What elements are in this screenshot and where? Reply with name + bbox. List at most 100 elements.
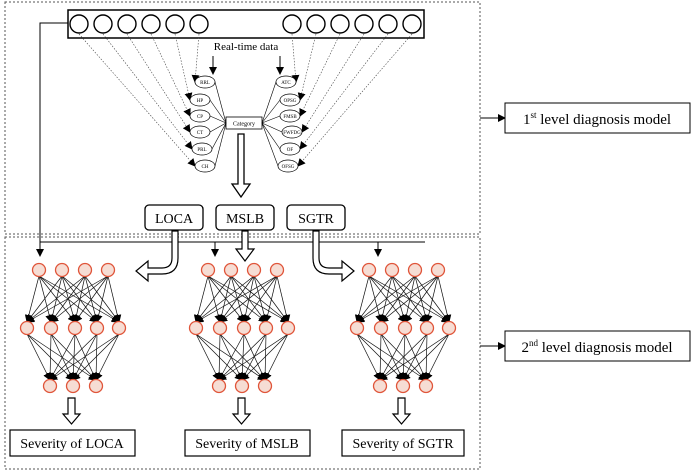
input-bar-node	[69, 14, 89, 34]
network-node	[65, 378, 81, 394]
svg-text:CP: CP	[197, 115, 203, 120]
svg-text:OF: OF	[287, 148, 294, 153]
left-input-node: CP	[189, 109, 211, 123]
first-level-label-box	[504, 102, 691, 134]
left-input-node: PRL	[191, 142, 213, 156]
network-node	[236, 320, 252, 336]
neural-network-mslb	[188, 262, 296, 394]
network-node	[419, 320, 435, 336]
svg-text:PRL: PRL	[197, 148, 206, 153]
arrow-to-severity-sgtr	[391, 397, 412, 425]
severity-loca-box: Severity of LOCA	[9, 429, 136, 457]
network-node	[418, 378, 434, 394]
input-bar-node	[165, 14, 185, 34]
neural-network-sgtr	[349, 262, 457, 394]
network-node	[77, 262, 93, 278]
arrow-sgtr-to-network	[312, 230, 355, 283]
second-level-label: 2nd level diagnosis model	[521, 338, 672, 356]
right-input-node: FWFDG	[281, 125, 303, 139]
network-node	[257, 378, 273, 394]
input-bar-node	[189, 14, 209, 34]
svg-text:CH: CH	[202, 165, 209, 170]
input-bar-node	[141, 14, 161, 34]
network-node	[430, 262, 446, 278]
network-node	[100, 262, 116, 278]
category-hub-label: Category	[233, 122, 255, 128]
network-node	[258, 320, 274, 336]
second-level-label-box	[504, 330, 691, 362]
svg-text:LOCA: LOCA	[155, 212, 194, 227]
network-node	[361, 262, 377, 278]
svg-text:Severity of LOCA: Severity of LOCA	[20, 437, 124, 452]
network-node	[234, 378, 250, 394]
svg-text:SGTR: SGTR	[298, 212, 334, 227]
network-node	[42, 378, 58, 394]
svg-text:OPSG: OPSG	[284, 99, 297, 104]
arrow-to-severity-mslb	[231, 397, 252, 425]
svg-text:MSLB: MSLB	[226, 212, 264, 227]
svg-text:FMSB: FMSB	[283, 115, 297, 120]
input-bar-node	[93, 14, 113, 34]
realtime-data-label: Real-time data	[214, 41, 279, 53]
network-node	[43, 320, 59, 336]
input-bar-node	[306, 14, 326, 34]
network-node	[111, 320, 127, 336]
right-input-node: OF	[279, 142, 301, 156]
down-arrow-to-categories	[230, 133, 252, 199]
network-node	[89, 320, 105, 336]
arrow-to-severity-loca	[61, 397, 82, 425]
network-node	[397, 320, 413, 336]
network-node	[54, 262, 70, 278]
network-node	[200, 262, 216, 278]
left-input-node: RRL	[194, 75, 216, 89]
svg-text:FWFDG: FWFDG	[283, 131, 301, 136]
right-input-node: FMSB	[279, 109, 301, 123]
right-input-node: ATC	[275, 75, 297, 89]
svg-text:OFSG: OFSG	[282, 165, 295, 170]
network-node	[212, 320, 228, 336]
network-node	[246, 262, 262, 278]
input-bar-node	[378, 14, 398, 34]
severity-sgtr-box: Severity of SGTR	[341, 429, 465, 457]
network-node	[211, 378, 227, 394]
svg-text:HP: HP	[197, 99, 204, 104]
network-node	[349, 320, 365, 336]
right-input-node: OFSG	[277, 159, 299, 173]
category-sgtr: SGTR	[286, 204, 346, 231]
network-node	[395, 378, 411, 394]
svg-text:CT: CT	[197, 131, 203, 136]
network-node	[373, 320, 389, 336]
svg-text:Severity of MSLB: Severity of MSLB	[195, 437, 298, 452]
input-bar-node	[282, 14, 302, 34]
network-node	[280, 320, 296, 336]
input-bar-node	[354, 14, 374, 34]
network-node	[67, 320, 83, 336]
network-node	[269, 262, 285, 278]
network-node	[188, 320, 204, 336]
left-input-node: CT	[189, 125, 211, 139]
first-level-label: 1st level diagnosis model	[523, 110, 671, 128]
network-node	[88, 378, 104, 394]
arrow-mslb-to-network	[234, 230, 256, 262]
network-node	[407, 262, 423, 278]
input-bar-node	[402, 14, 422, 34]
svg-text:Severity of SGTR: Severity of SGTR	[352, 437, 454, 452]
network-node	[441, 320, 457, 336]
severity-mslb-box: Severity of MSLB	[184, 429, 311, 457]
neural-network-loca	[19, 262, 127, 394]
left-input-node: HP	[189, 93, 211, 107]
network-node	[372, 378, 388, 394]
left-input-node: CH	[194, 159, 216, 173]
svg-text:RRL: RRL	[200, 81, 210, 86]
right-input-node: OPSG	[279, 93, 301, 107]
network-node	[384, 262, 400, 278]
network-node	[19, 320, 35, 336]
input-bar-node	[117, 14, 137, 34]
category-mslb: MSLB	[215, 204, 275, 231]
network-node	[223, 262, 239, 278]
input-bar-node	[330, 14, 350, 34]
network-node	[31, 262, 47, 278]
category-loca: LOCA	[144, 204, 204, 231]
svg-text:ATC: ATC	[281, 81, 291, 86]
